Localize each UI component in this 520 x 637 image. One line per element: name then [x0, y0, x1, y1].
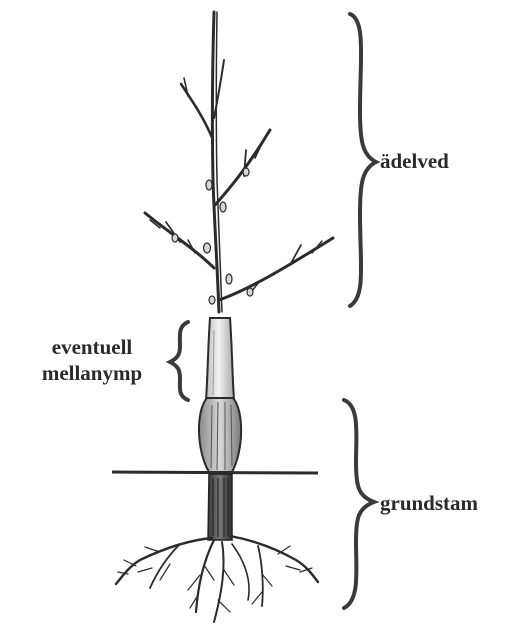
scion-branches: [145, 12, 333, 312]
interstem-brace: [170, 322, 188, 400]
rootstock-label: grundstam: [380, 490, 478, 516]
braces: [170, 14, 376, 608]
graft-union: [199, 398, 241, 472]
ground-line: [112, 472, 318, 473]
interstem-label: eventuell mellanymp: [22, 334, 162, 387]
scion-brace: [350, 14, 376, 306]
rootstock-brace: [344, 400, 374, 608]
interstem-label-line1: eventuell: [52, 335, 132, 359]
interstem: [206, 318, 234, 400]
rootstock-stem: [208, 474, 232, 540]
interstem-label-line2: mellanymp: [42, 361, 142, 385]
roots: [116, 536, 318, 622]
scion-label: ädelved: [380, 148, 449, 174]
